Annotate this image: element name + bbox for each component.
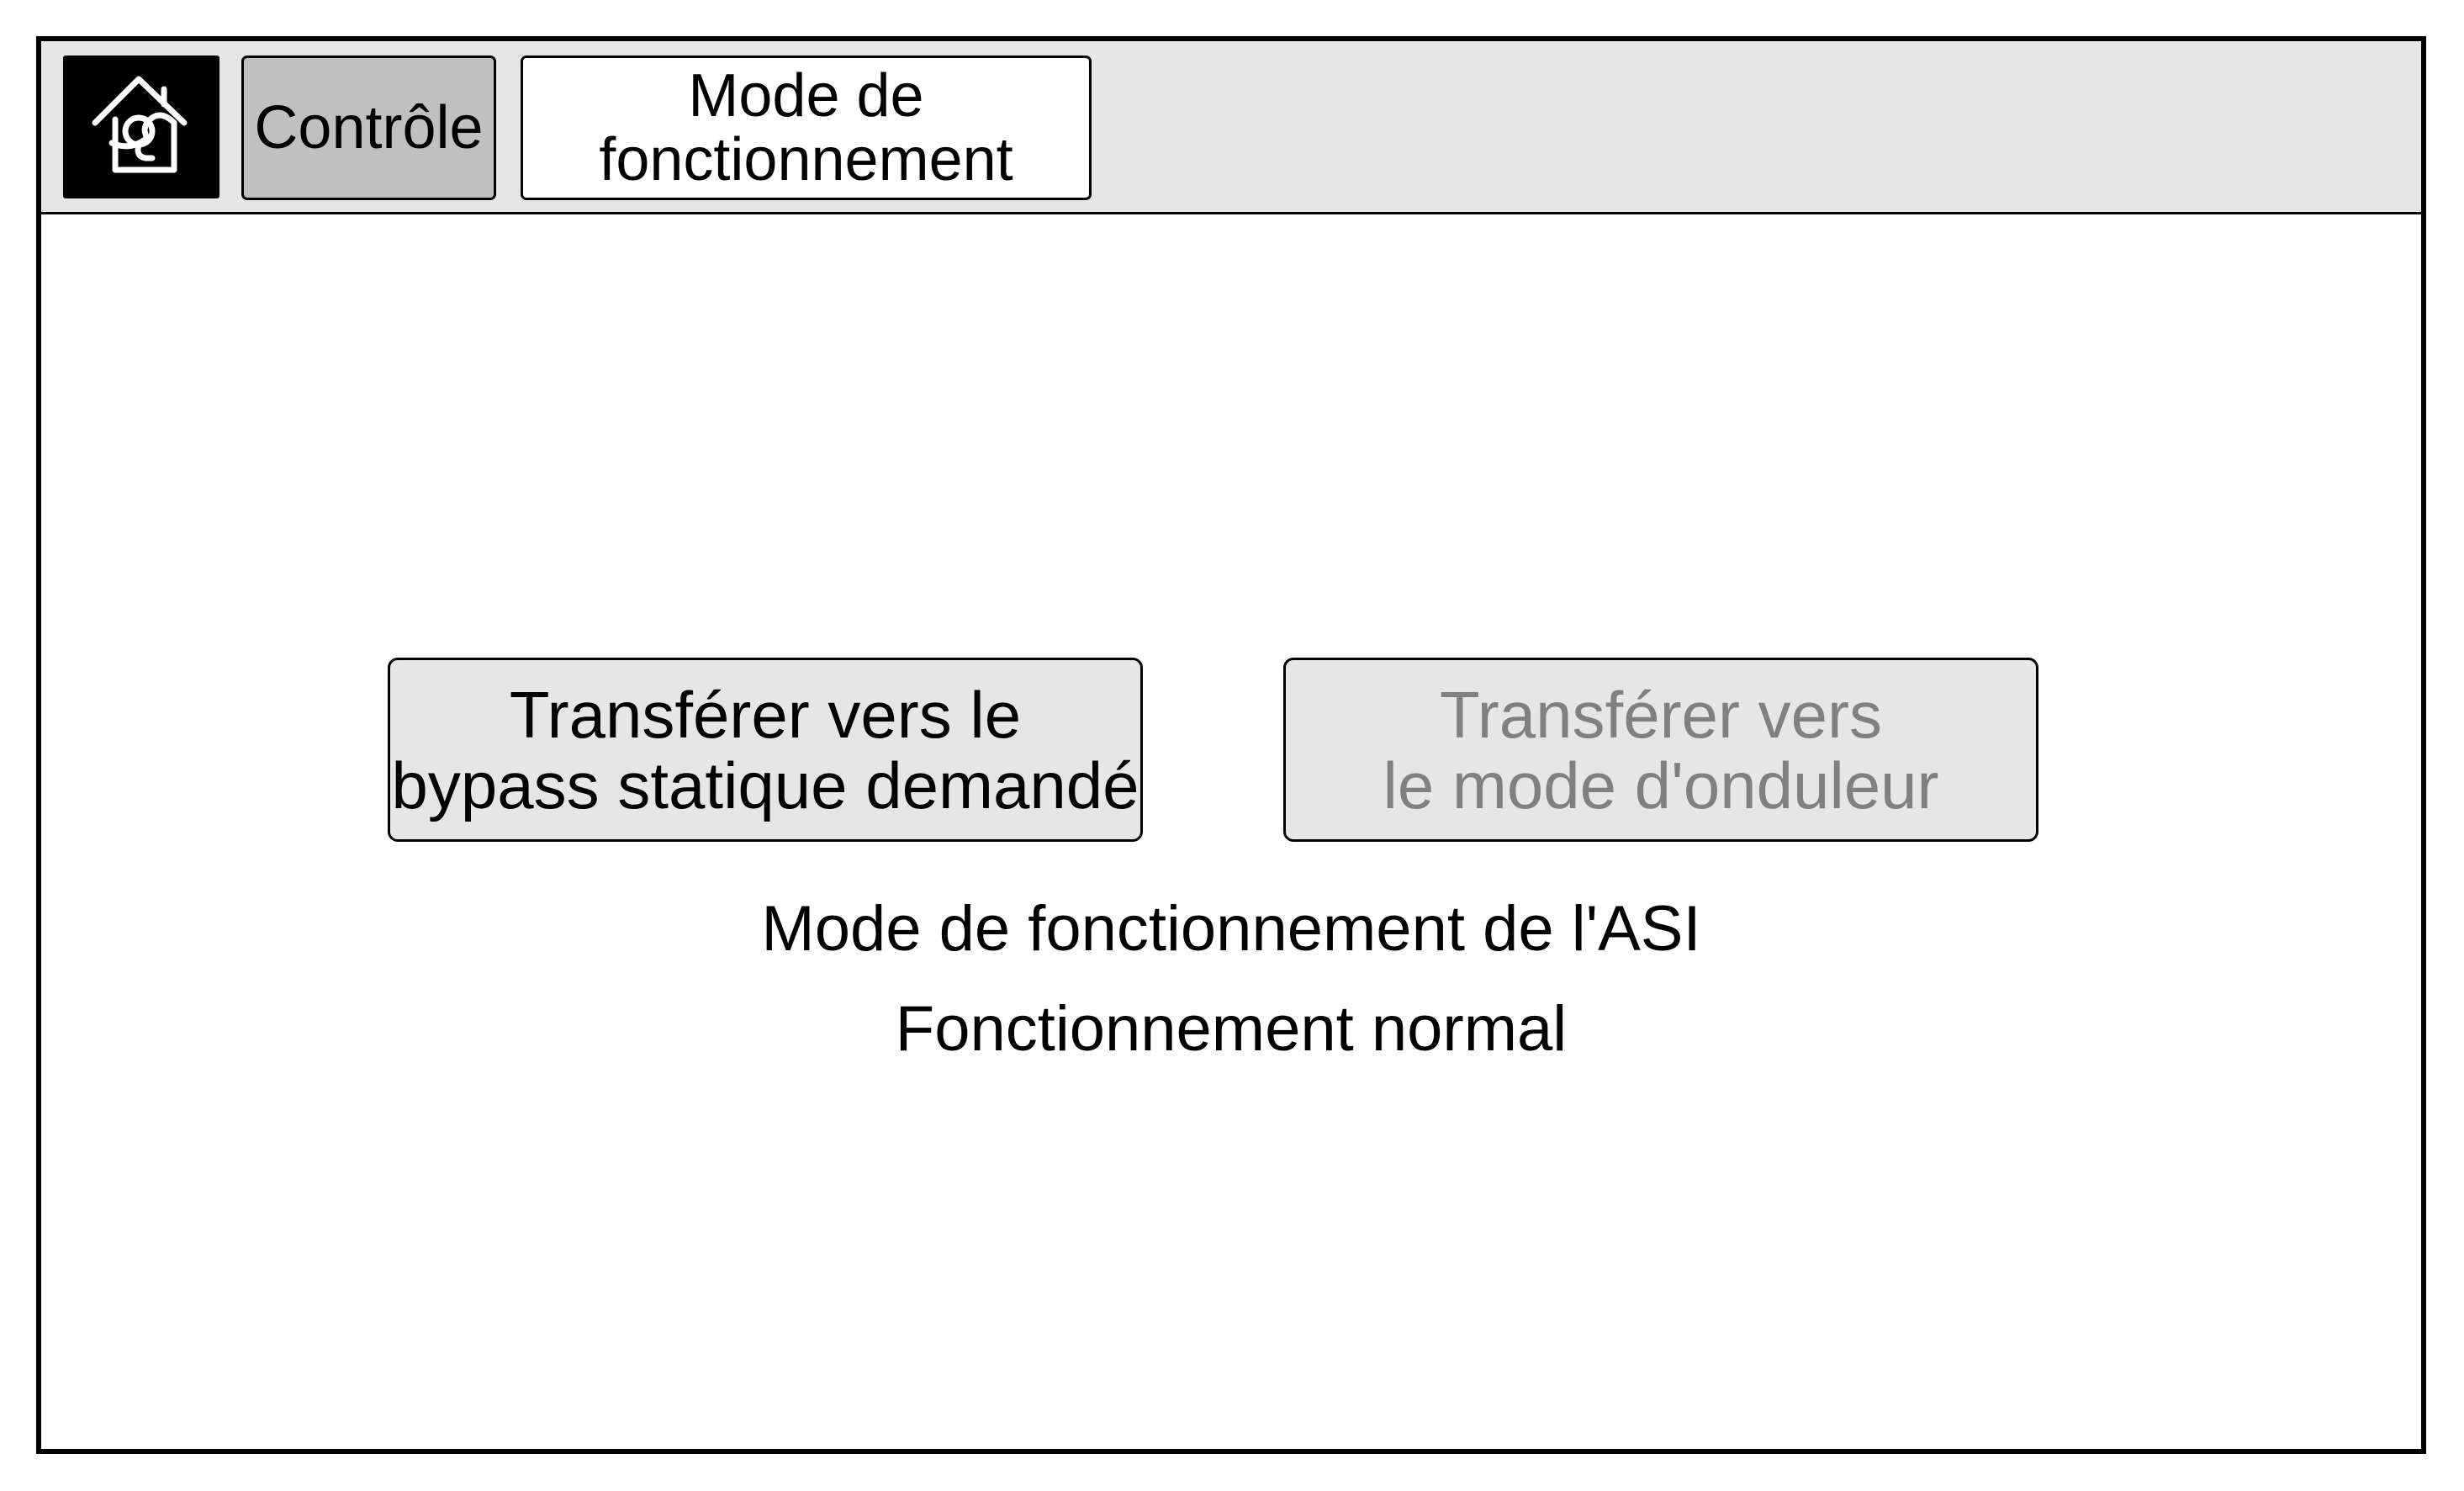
header-bar: Contrôle Mode de fonctionnement [41,41,2421,214]
operation-mode-value: Fonctionnement normal [895,993,1568,1065]
home-button[interactable] [63,56,219,198]
home-icon [92,76,188,173]
breadcrumb-controle-label: Contrôle [254,94,484,161]
operation-mode-title: Mode de fonctionnement de l'ASI [761,893,1701,965]
breadcrumb-current-label: Mode de fonctionnement [599,62,1013,193]
transfer-to-static-bypass-label: Transférer vers le bypass statique deman… [391,677,1139,822]
transfer-to-inverter-mode-button: Transférer vers le mode d'onduleur [1283,658,2038,842]
transfer-to-static-bypass-button[interactable]: Transférer vers le bypass statique deman… [388,658,1143,842]
transfer-to-inverter-mode-label: Transférer vers le mode d'onduleur [1383,677,1939,822]
display-screen: Contrôle Mode de fonctionnement Transfér… [36,36,2426,1454]
breadcrumb-controle[interactable]: Contrôle [241,56,496,200]
breadcrumb-mode-de-fonctionnement[interactable]: Mode de fonctionnement [521,56,1092,200]
